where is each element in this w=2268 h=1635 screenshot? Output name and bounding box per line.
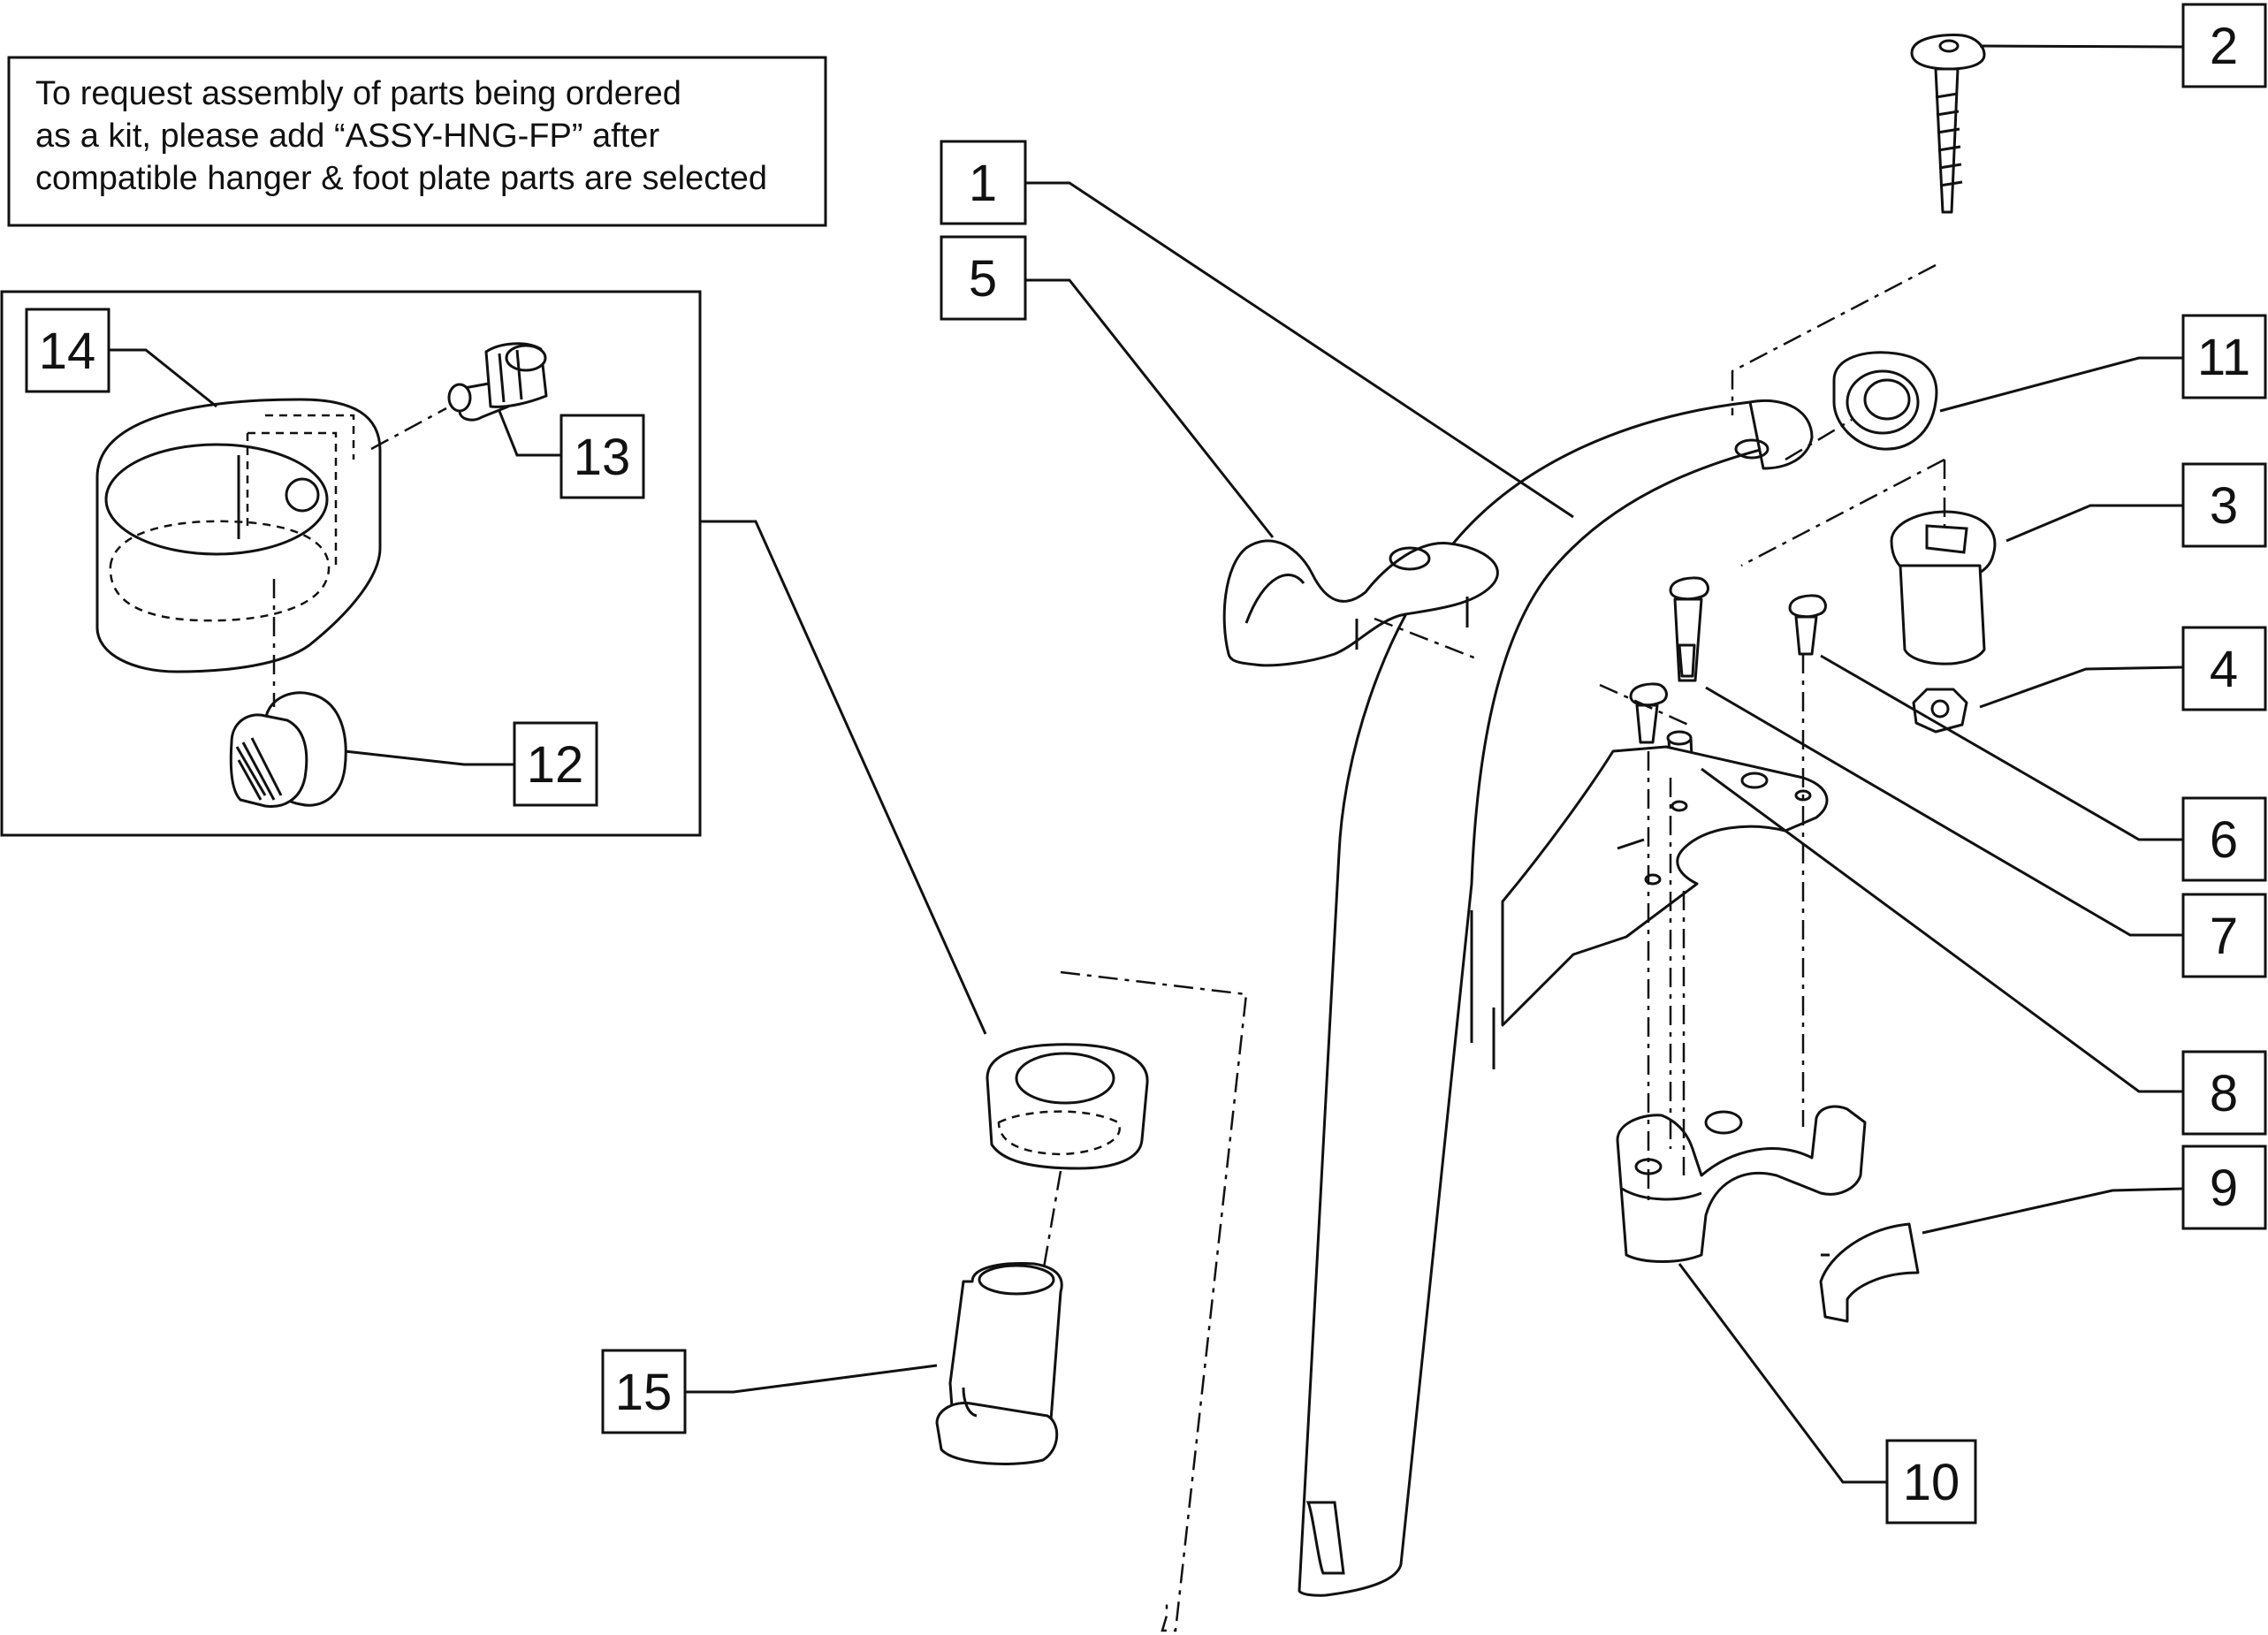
svg-text:2: 2 — [2210, 18, 2238, 75]
svg-text:6: 6 — [2210, 811, 2238, 869]
leader-4 — [1979, 665, 2184, 709]
leader-13 — [498, 410, 561, 457]
note-line-3: compatible hanger & foot plate parts are… — [35, 160, 767, 197]
part-9-clip — [1819, 1222, 1920, 1323]
part-15-bushing — [935, 1262, 1063, 1465]
leader-8 — [1701, 767, 2183, 1093]
part-12-bushing — [229, 691, 347, 809]
leader-15 — [700, 520, 987, 1035]
svg-text:1: 1 — [969, 155, 997, 212]
callout-9: 9 — [2181, 1144, 2267, 1230]
callout-10: 10 — [1885, 1439, 1977, 1525]
callout-5: 5 — [940, 235, 1027, 321]
axis-13-to-14 — [370, 407, 447, 451]
callout-11: 11 — [2181, 314, 2267, 399]
svg-text:7: 7 — [2210, 908, 2238, 965]
leader-11 — [1939, 356, 2183, 413]
callout-6: 6 — [2181, 796, 2267, 882]
leader-6 — [1820, 654, 2183, 841]
part-3-insert — [1890, 510, 1997, 665]
svg-text:5: 5 — [969, 250, 997, 308]
axis-3-guide — [1740, 458, 1946, 567]
bracket-plate — [1501, 745, 1829, 1027]
part-11-plug — [1832, 351, 1938, 451]
svg-text:3: 3 — [2210, 477, 2238, 535]
svg-text:8: 8 — [2210, 1065, 2238, 1122]
callout-3: 3 — [2181, 462, 2267, 548]
part-2-screw — [1910, 34, 1986, 214]
part-7-screw — [1669, 576, 1709, 682]
svg-text:10: 10 — [1903, 1454, 1960, 1511]
svg-text:12: 12 — [527, 736, 584, 794]
leader-14 — [106, 348, 217, 408]
axis-5-to-tube — [1374, 617, 1477, 660]
callout-7: 7 — [2181, 893, 2267, 978]
callout-14: 14 — [25, 308, 110, 393]
part-7-screw-lower — [1629, 682, 1668, 744]
part-10-clamp — [1616, 1105, 1867, 1263]
part-13-pin — [447, 342, 548, 422]
callout-4: 4 — [2181, 626, 2267, 711]
part-14-clamp-ring — [95, 398, 382, 673]
note-line-1: To request assembly of parts being order… — [35, 75, 681, 112]
callout-12: 12 — [513, 721, 598, 807]
part-14-clamp-ring-view — [986, 1043, 1149, 1170]
detail-inset — [0, 290, 702, 837]
leader-12 — [344, 749, 514, 766]
axis-15-guide — [1060, 970, 1248, 1632]
svg-text:11: 11 — [2197, 329, 2250, 386]
callout-1: 1 — [940, 140, 1027, 225]
leader-7 — [1705, 686, 2183, 937]
axis-14-to-15 — [1041, 1170, 1062, 1274]
assembly-note: To request assembly of parts being order… — [7, 56, 827, 227]
note-frame — [7, 56, 827, 227]
callout-13: 13 — [559, 414, 645, 499]
leader-1 — [1025, 181, 1574, 519]
axis-2-to-tube — [1731, 263, 1937, 415]
leader-15b — [685, 1364, 938, 1394]
svg-text:13: 13 — [574, 429, 631, 486]
axis-11-to-tube — [1785, 418, 1853, 461]
callout-2: 2 — [2181, 3, 2267, 88]
svg-text:9: 9 — [2210, 1160, 2238, 1217]
part-4-nut — [1912, 688, 1968, 734]
leader-9 — [1922, 1187, 2184, 1235]
leader-2 — [1979, 44, 2184, 49]
callout-15: 15 — [601, 1349, 687, 1434]
part-6-screw — [1788, 594, 1827, 656]
leader-10 — [1678, 1263, 1887, 1484]
svg-text:15: 15 — [615, 1364, 673, 1421]
part-5-heel-support — [1222, 539, 1499, 667]
leader-lines — [106, 44, 2184, 1484]
leader-3 — [2005, 504, 2183, 543]
leader-5 — [1025, 278, 1275, 538]
callout-8: 8 — [2181, 1050, 2267, 1136]
note-line-2: as a kit, please add “ASSY-HNG-FP” after — [35, 118, 659, 155]
svg-text:14: 14 — [39, 323, 96, 380]
svg-text:4: 4 — [2210, 641, 2238, 698]
axis-8 — [1599, 683, 1689, 726]
part-1-hanger-tube — [1298, 399, 1814, 1597]
